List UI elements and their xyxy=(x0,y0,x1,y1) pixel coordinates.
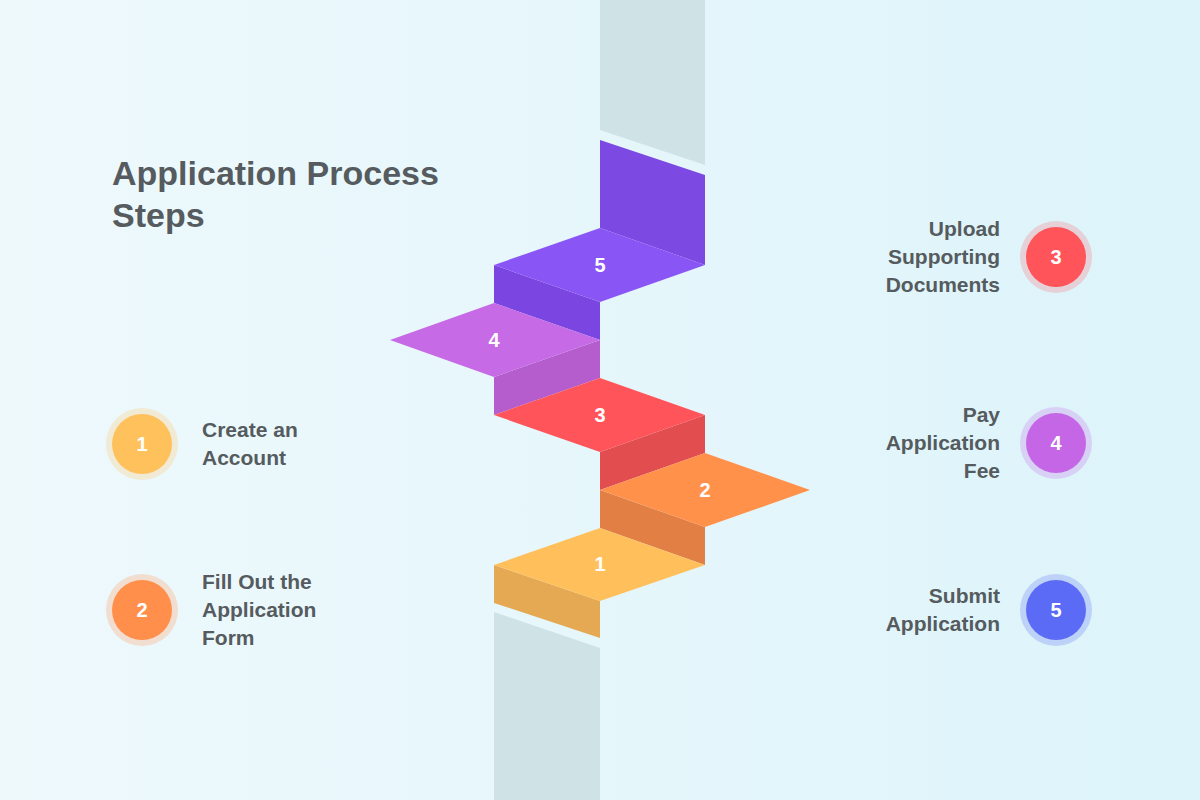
step-number: 2 xyxy=(699,479,710,502)
step-item: 5 Submit Application xyxy=(860,580,1086,640)
step-label: Pay Application Fee xyxy=(860,401,1000,485)
stair-step: 4 xyxy=(482,327,505,354)
stair-tread xyxy=(600,453,810,527)
step-item: 4 Pay Application Fee xyxy=(860,401,1086,485)
stair-tread xyxy=(494,228,705,302)
step-label: Fill Out the Application Form xyxy=(202,568,342,652)
callout-number: 1 xyxy=(136,433,147,456)
step-circle: 2 xyxy=(112,580,172,640)
step-number: 3 xyxy=(594,404,605,427)
step-number: 5 xyxy=(594,254,605,277)
stair-step: 5 xyxy=(588,252,611,279)
step-circle: 1 xyxy=(112,414,172,474)
step-item: 3 Upload Supporting Documents xyxy=(860,215,1086,299)
step-item: 2 Fill Out the Application Form xyxy=(112,568,342,652)
diagram-title: Application Process Steps xyxy=(112,152,492,236)
step-circle: 5 xyxy=(1026,580,1086,640)
pillar xyxy=(600,0,705,165)
pillar xyxy=(494,612,600,800)
callout-number: 3 xyxy=(1050,246,1061,269)
stair-tread xyxy=(494,378,705,452)
stair-tread xyxy=(390,303,600,377)
step-number: 1 xyxy=(594,553,605,576)
stair-step: 3 xyxy=(588,402,611,429)
step-circle: 3 xyxy=(1026,227,1086,287)
step-label: Create an Account xyxy=(202,416,342,472)
stair-step: 2 xyxy=(693,477,716,504)
step-number: 4 xyxy=(488,329,499,352)
step-circle: 4 xyxy=(1026,413,1086,473)
callout-number: 4 xyxy=(1050,432,1061,455)
step-item: 1 Create an Account xyxy=(112,414,342,474)
stair-step: 1 xyxy=(588,551,611,578)
step-label: Upload Supporting Documents xyxy=(860,215,1000,299)
callout-number: 5 xyxy=(1050,599,1061,622)
callout-number: 2 xyxy=(136,599,147,622)
stair-tread xyxy=(494,528,705,601)
step-label: Submit Application xyxy=(860,582,1000,638)
